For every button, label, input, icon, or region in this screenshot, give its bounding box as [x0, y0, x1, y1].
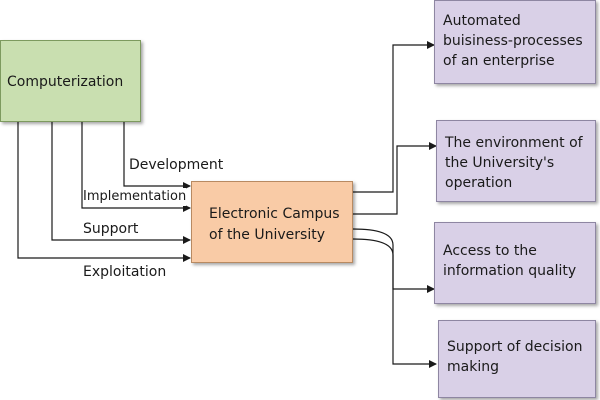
output-box-environment: The environment of the University's oper…: [436, 120, 596, 202]
arrow-development: [123, 122, 191, 190]
arrow-implementation: [81, 122, 191, 212]
label-development: Development: [129, 156, 224, 174]
label-exploitation: Exploitation: [83, 263, 167, 281]
arrow-support: [51, 122, 191, 244]
label-implementation: Implementation: [83, 188, 187, 206]
output-box-decision-making: Support of decision making: [438, 320, 596, 398]
label-support: Support: [83, 220, 139, 238]
arrow-to-output-2: [353, 142, 437, 215]
output-label-business-processes: Automated buisiness-processes of an ente…: [443, 13, 583, 69]
output-label-decision-making: Support of decision making: [447, 339, 583, 375]
arrow-to-output-1: [353, 41, 435, 193]
computerization-label: Computerization: [7, 74, 124, 90]
output-label-environment: The environment of the University's oper…: [445, 135, 583, 191]
output-label-information-quality: Access to the information quality: [443, 243, 577, 279]
electronic-campus-line-1: Electronic Campus: [209, 206, 340, 222]
arrow-to-output-4: [352, 238, 437, 368]
computerization-box: Computerization: [0, 40, 141, 122]
electronic-campus-box: Electronic Campus of the University: [191, 181, 353, 263]
output-box-business-processes: Automated buisiness-processes of an ente…: [434, 0, 596, 84]
arrow-exploitation: [17, 122, 191, 262]
output-box-information-quality: Access to the information quality: [434, 222, 596, 304]
electronic-campus-line-2: of the University: [209, 227, 325, 243]
arrow-to-output-3: [352, 228, 435, 293]
